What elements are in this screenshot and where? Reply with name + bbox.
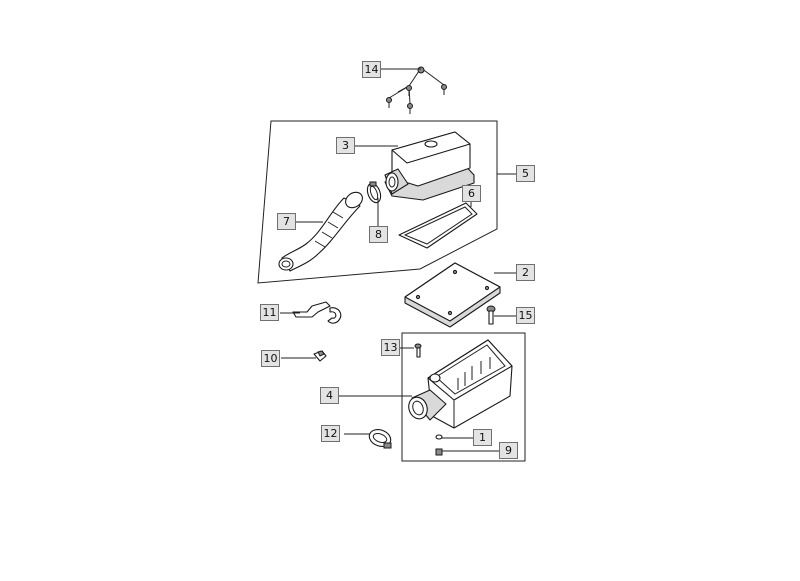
upper-group-outline	[257, 120, 498, 284]
part-14-screws	[386, 66, 447, 114]
part-2-filter-plate	[404, 262, 501, 328]
callout-13: 13	[381, 339, 400, 356]
part-12-clamp	[368, 429, 392, 449]
callout-7: 7	[277, 213, 296, 230]
callout-15: 15	[516, 307, 535, 324]
callout-3: 3	[336, 137, 355, 154]
part-7-intake-hose	[278, 191, 363, 272]
part-15-bolt	[486, 305, 496, 325]
callout-12: 12	[321, 425, 340, 442]
callout-9: 9	[499, 442, 518, 459]
lower-group-outline	[401, 332, 526, 462]
callout-5: 5	[516, 165, 535, 182]
part-10-clip	[313, 350, 327, 362]
part-6-gasket	[398, 202, 478, 249]
callout-6: 6	[462, 185, 481, 202]
callout-8: 8	[369, 226, 388, 243]
part-11-bracket	[292, 301, 342, 324]
callout-4: 4	[320, 387, 339, 404]
callout-14: 14	[362, 61, 381, 78]
part-1-ring	[435, 434, 443, 440]
part-9-plug	[435, 448, 443, 456]
part-13-screw	[414, 343, 422, 358]
part-8-clamp	[366, 181, 382, 204]
part-4-air-box-base	[408, 339, 513, 429]
callout-11: 11	[260, 304, 279, 321]
callout-10: 10	[261, 350, 280, 367]
leader-lines	[280, 68, 516, 452]
callout-1: 1	[473, 429, 492, 446]
callout-2: 2	[516, 264, 535, 281]
part-3-air-box-cover	[384, 131, 475, 201]
